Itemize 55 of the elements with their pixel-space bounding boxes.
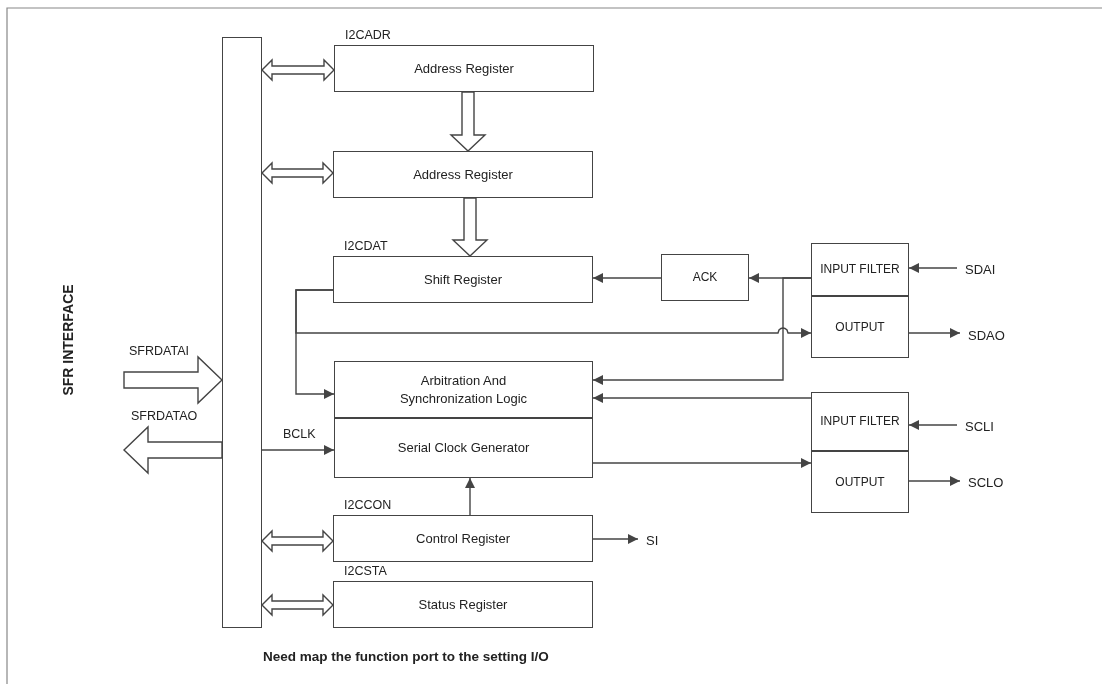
signal-name: SCLO xyxy=(960,471,1020,493)
block-box xyxy=(811,296,909,358)
register-name: I2CCON xyxy=(344,498,392,512)
arrow xyxy=(908,328,961,338)
arrow xyxy=(908,420,958,430)
box-label: Shift Register xyxy=(423,270,502,289)
box-label: Serial Clock Generator xyxy=(397,439,530,457)
block-box xyxy=(333,151,593,198)
arrow xyxy=(592,273,662,283)
hollow-arrow xyxy=(261,529,334,553)
block-box xyxy=(661,254,749,301)
box-label: Control Register xyxy=(416,529,510,548)
side-title: SFR INTERFACE xyxy=(60,284,76,396)
hollow-arrow xyxy=(261,161,334,185)
register-name: I2CADR xyxy=(345,28,391,42)
edge-label: SFRDATAI xyxy=(128,344,190,358)
arrow xyxy=(592,277,812,385)
edge-label: SFRDATAO xyxy=(130,409,199,423)
arrow xyxy=(908,263,958,273)
arrow xyxy=(295,289,335,399)
register-name: I2CSTA xyxy=(344,564,387,578)
block-box xyxy=(811,392,909,451)
signal-name: SCLI xyxy=(957,415,1017,437)
arrow xyxy=(465,477,475,516)
caption: Need map the function port to the setting I/O xyxy=(263,649,549,664)
box-label: INPUT FILTER xyxy=(820,261,900,278)
block-box xyxy=(334,361,593,418)
block-box xyxy=(811,243,909,296)
box-label: OUTPUT xyxy=(835,318,885,336)
arrow xyxy=(908,476,961,486)
hollow-arrow xyxy=(261,58,335,82)
bus-bar xyxy=(222,37,262,628)
hollow-arrow xyxy=(449,91,487,152)
block-box xyxy=(334,418,593,478)
arrow xyxy=(592,393,812,403)
hollow-arrow xyxy=(451,197,489,257)
hollow-arrow xyxy=(261,593,334,617)
hollow-arrow xyxy=(123,425,223,475)
arrow xyxy=(592,458,812,468)
signal-name: SDAO xyxy=(960,324,1020,346)
signal-name: SI xyxy=(638,529,668,551)
box-label: Arbitration And Synchronization Logic xyxy=(398,371,529,408)
edge-label: BCLK xyxy=(282,427,317,441)
arrow xyxy=(261,445,335,455)
block-box xyxy=(811,451,909,513)
box-label: OUTPUT xyxy=(835,473,885,491)
box-label: Status Register xyxy=(418,595,508,614)
box-label: Address Register xyxy=(414,59,514,78)
signal-name: SDAI xyxy=(957,258,1017,280)
hollow-arrow xyxy=(123,355,223,405)
box-label: Address Register xyxy=(413,165,513,184)
box-label: INPUT FILTER xyxy=(820,413,900,430)
box-label: ACK xyxy=(692,269,718,286)
arrow xyxy=(592,534,639,544)
register-name: I2CDAT xyxy=(344,239,388,253)
